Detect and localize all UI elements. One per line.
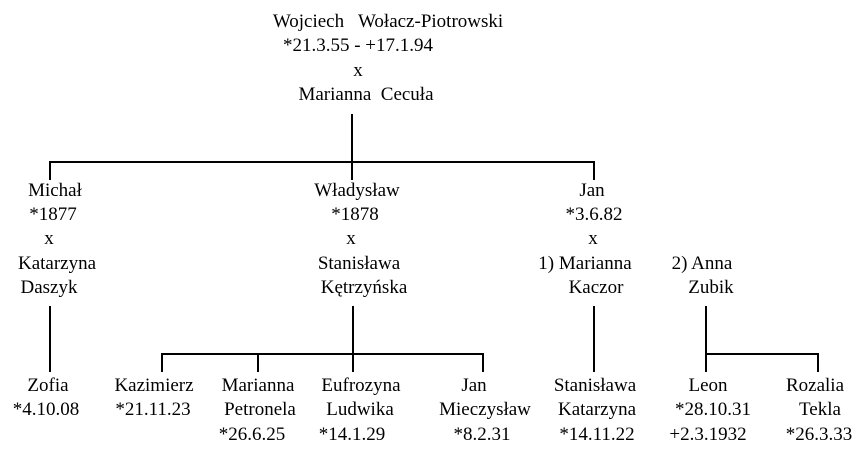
wladyslaw-spouse-first: Stanisława: [318, 253, 401, 274]
leon-birth: *28.10.31: [675, 399, 751, 420]
stanislawa-name: Stanisława: [554, 375, 637, 396]
marianna-name: Marianna: [222, 375, 295, 396]
gen3-connectors: [49, 306, 819, 372]
marianna-birth: *26.6.25: [219, 424, 286, 445]
michal-birth: *1877: [29, 204, 77, 225]
eufrozyna-second-name: Ludwika: [326, 399, 394, 420]
root-dates: *21.3.55 - +17.1.94: [283, 35, 434, 56]
rozalia-name: Rozalia: [786, 375, 845, 396]
zofia-birth: *4.10.08: [13, 399, 80, 420]
jan-birth: *3.6.82: [566, 204, 623, 225]
marianna-second-name: Petronela: [224, 399, 296, 420]
wladyslaw-marriage-mark: x: [346, 228, 356, 249]
jan-couples: Jan *3.6.82 x 1) Marianna Kaczor 2) Anna…: [538, 180, 734, 298]
zofia-name: Zofia: [27, 375, 69, 396]
root-spouse: Marianna Cecuła: [298, 84, 434, 105]
stanislawa-second-name: Katarzyna: [558, 399, 637, 420]
wladyslaw-name: Władysław: [314, 180, 400, 201]
rozalia-second-name: Tekla: [799, 399, 841, 420]
jan-name: Jan: [579, 180, 605, 201]
gen3-children: Zofia *4.10.08 Kazimierz *21.11.23 Maria…: [13, 375, 853, 445]
jan-m-name: Jan: [461, 375, 487, 396]
eufrozyna-name: Eufrozyna: [321, 375, 401, 396]
leon-name: Leon: [688, 375, 728, 396]
michal-spouse-last: Daszyk: [21, 277, 78, 298]
rozalia-birth: *26.3.33: [786, 424, 853, 445]
jan-marriage-mark: x: [588, 228, 598, 249]
jan-m-birth: *8.2.31: [454, 424, 511, 445]
eufrozyna-birth: *14.1.29: [319, 424, 386, 445]
michal-name: Michał: [28, 180, 83, 201]
leon-death: +2.3.1932: [669, 424, 746, 445]
wladyslaw-birth: *1878: [331, 204, 379, 225]
michal-marriage-mark: x: [44, 228, 54, 249]
wladyslaw-couple: Władysław *1878 x Stanisława Kętrzyńska: [314, 180, 408, 298]
michal-spouse-first: Katarzyna: [18, 253, 97, 274]
michal-couple: Michał *1877 x Katarzyna Daszyk: [18, 180, 97, 298]
stanislawa-birth: *14.11.22: [559, 424, 634, 445]
kazimierz-name: Kazimierz: [114, 375, 193, 396]
root-couple: Wojciech Wołacz-Piotrowski *21.3.55 - +1…: [273, 11, 503, 105]
jan-spouse1-first: 1) Marianna: [538, 253, 632, 274]
kazimierz-birth: *21.11.23: [115, 399, 190, 420]
root-name: Wojciech Wołacz-Piotrowski: [273, 11, 503, 32]
root-connectors: [49, 114, 595, 180]
jan-spouse2-first: 2) Anna: [672, 253, 733, 274]
jan-spouse2-last: Zubik: [688, 277, 734, 298]
jan-spouse1-last: Kaczor: [569, 277, 625, 298]
root-marriage-mark: x: [353, 60, 363, 81]
wladyslaw-spouse-last: Kętrzyńska: [321, 277, 408, 298]
jan-m-second-name: Mieczysław: [439, 399, 531, 420]
